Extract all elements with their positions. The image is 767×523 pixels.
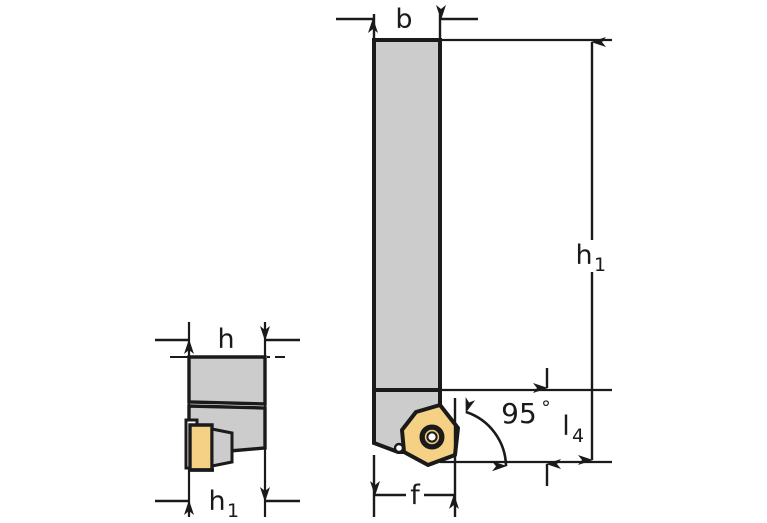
left-end-view: h h 1: [155, 322, 300, 522]
main-view-shank: [372, 38, 442, 417]
dimension-h1-main-label: h: [575, 240, 592, 271]
dimension-h1-left-view: h 1: [155, 486, 300, 522]
dimension-l4-label: l: [562, 411, 570, 442]
angle-value-label: 95: [501, 397, 537, 430]
main-side-view: b h 1 l 4 9: [336, 4, 612, 517]
dimension-f: f: [370, 480, 459, 511]
left-view-shank-upper: [187, 355, 267, 406]
insert-locating-pin: [393, 442, 405, 454]
dimension-b: b: [336, 4, 478, 35]
left-view-insert-seat: [210, 427, 234, 468]
dimension-l4-subscript: 4: [572, 425, 584, 447]
left-view-insert: [188, 423, 214, 472]
dimension-h1-main-subscript: 1: [594, 254, 606, 276]
angle-arc: [465, 397, 508, 472]
dimension-h1-main-view: h 1: [575, 37, 606, 465]
dimension-h1-left-view-subscript: 1: [227, 500, 239, 522]
dimension-h-label: h: [217, 324, 234, 355]
insert-screw-head: [426, 431, 438, 443]
dimension-h1-left-view-label: h: [208, 486, 225, 517]
lead-angle-95: 95 °: [453, 397, 551, 517]
dimension-f-label: f: [410, 480, 421, 511]
angle-degree-symbol: °: [541, 397, 551, 419]
dimension-l4: l 4: [533, 368, 584, 486]
dimension-h: h: [155, 324, 300, 355]
dimension-b-label: b: [395, 4, 412, 35]
